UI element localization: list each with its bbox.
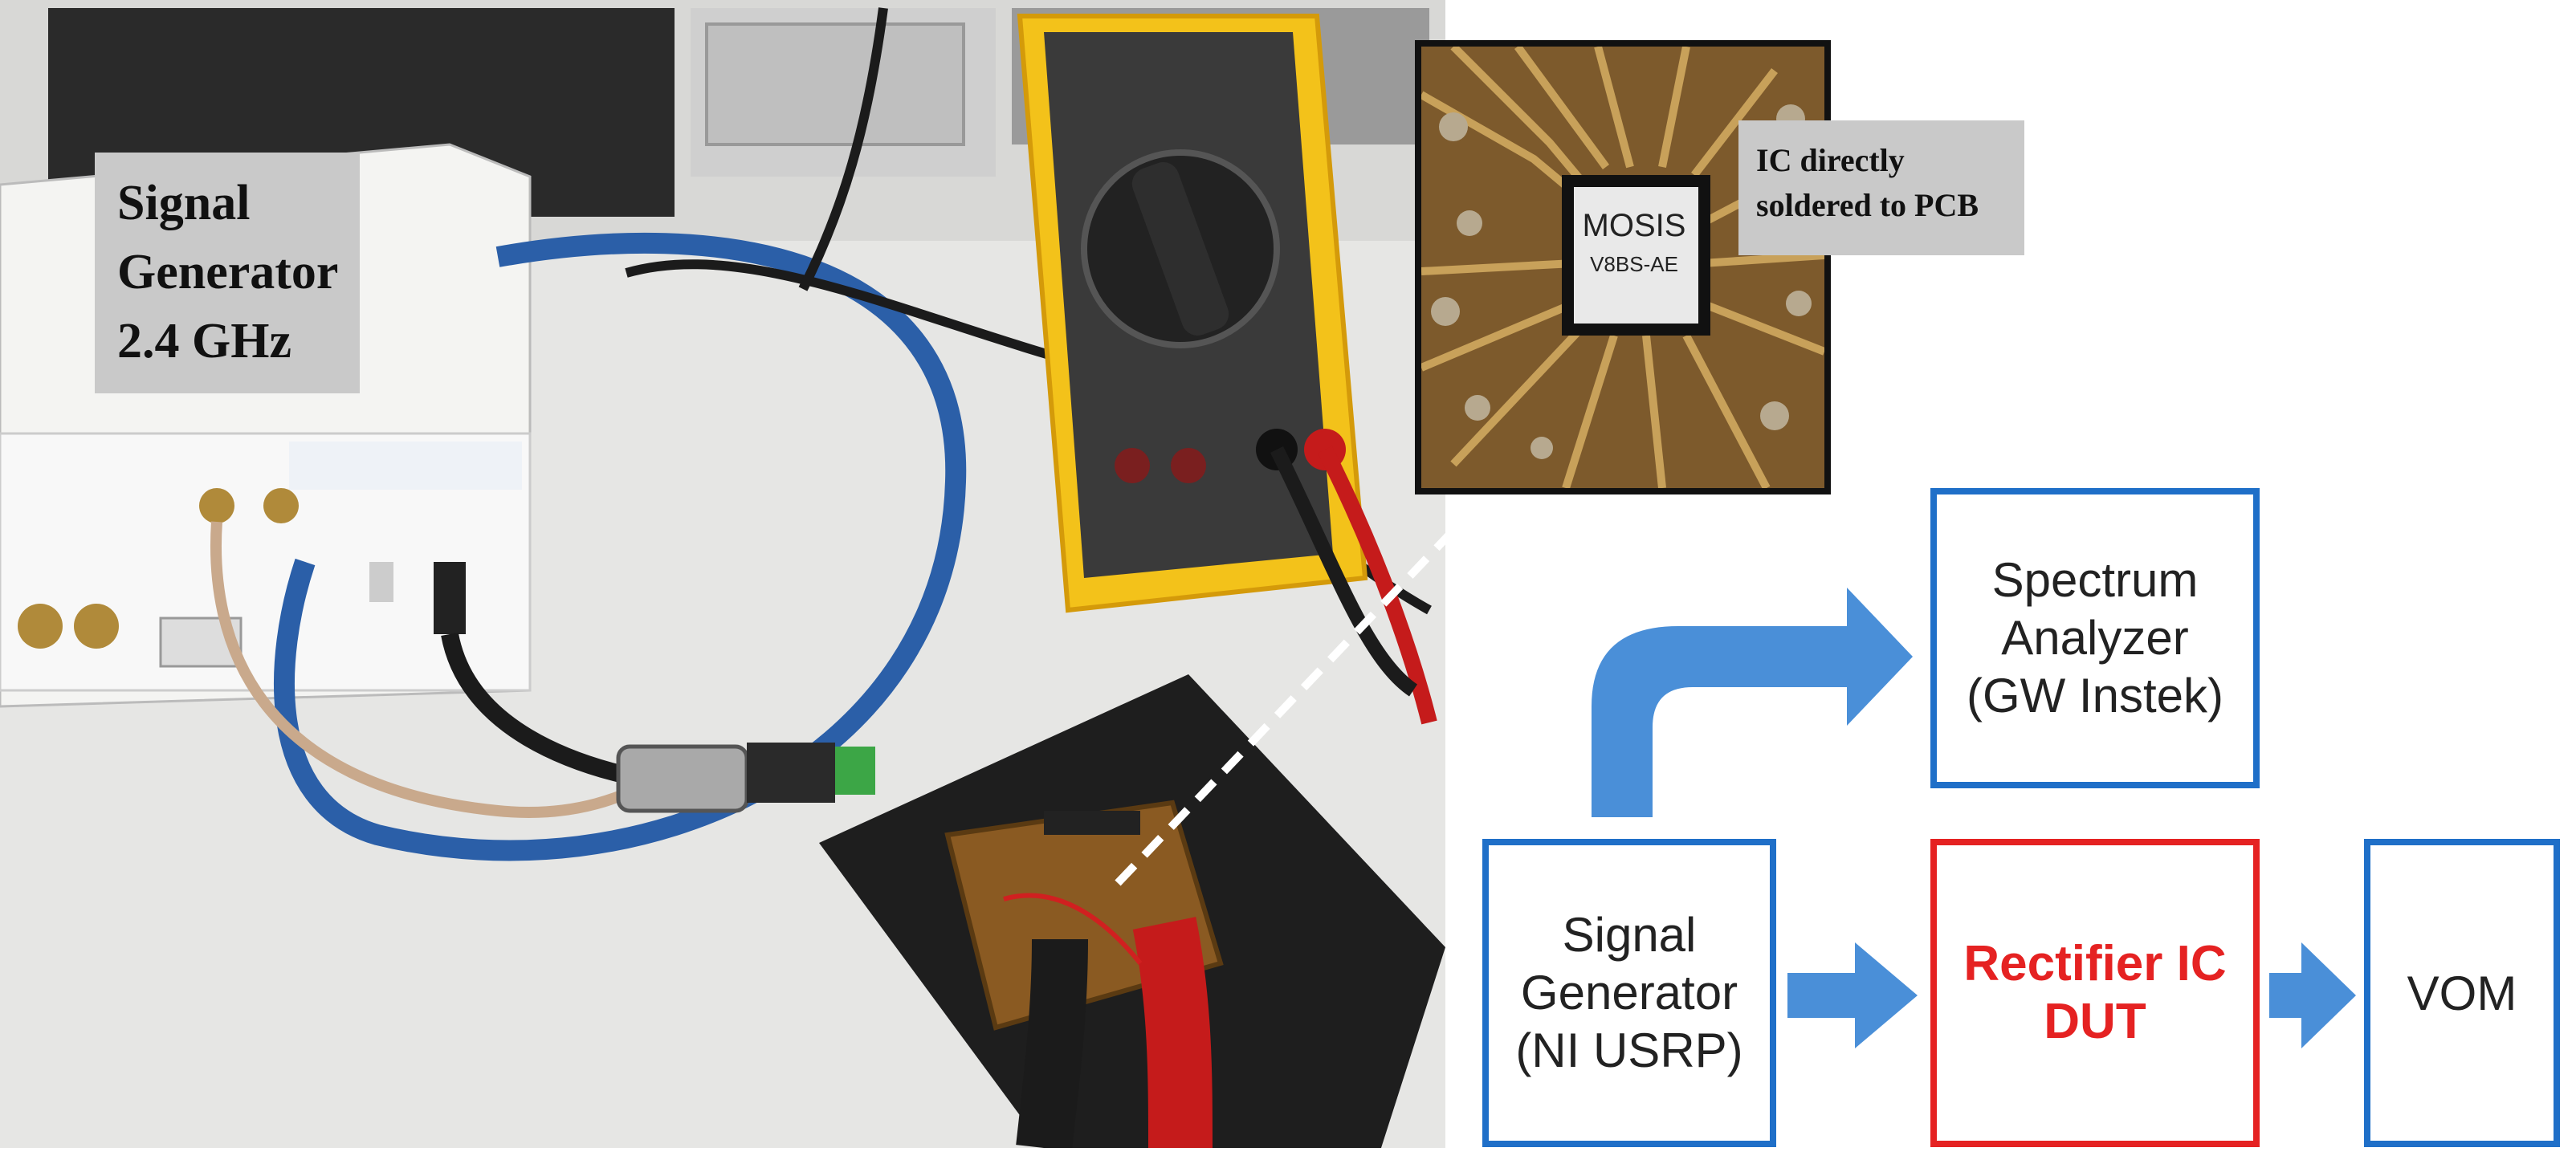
signal-generator-photo-label: Signal Generator 2.4 GHz xyxy=(95,153,360,393)
ic-inset-photo: MOSIS V8BS-AE xyxy=(1415,40,1831,494)
signal-generator-label: Signal Generator (NI USRP) xyxy=(1515,908,1743,1077)
rectifier-dut-box: Rectifier IC DUT xyxy=(1930,839,2260,1147)
setup-photo: Signal Generator 2.4 GHz xyxy=(0,0,1445,1148)
ic-inset-illustration xyxy=(1421,47,1824,488)
vom-box: VOM xyxy=(2364,839,2560,1147)
spectrum-analyzer-box: Spectrum Analyzer (GW Instek) xyxy=(1930,488,2260,788)
arrow-sg-to-spectrum-analyzer xyxy=(1592,588,1913,817)
setup-photo-illustration xyxy=(0,0,1445,1148)
chip-marking: MOSIS V8BS-AE xyxy=(1578,203,1690,280)
vom-label: VOM xyxy=(2407,966,2517,1020)
ic-soldered-label: IC directly soldered to PCB xyxy=(1738,120,2024,255)
chip-marking-line2: V8BS-AE xyxy=(1590,252,1678,276)
arrow-dut-to-vom xyxy=(2269,942,2356,1048)
chip-marking-line1: MOSIS xyxy=(1582,208,1686,243)
arrow-sg-to-dut xyxy=(1787,942,1918,1048)
spectrum-analyzer-label: Spectrum Analyzer (GW Instek) xyxy=(1966,553,2223,722)
rectifier-dut-label: Rectifier IC DUT xyxy=(1963,936,2227,1049)
signal-generator-box: Signal Generator (NI USRP) xyxy=(1482,839,1776,1147)
